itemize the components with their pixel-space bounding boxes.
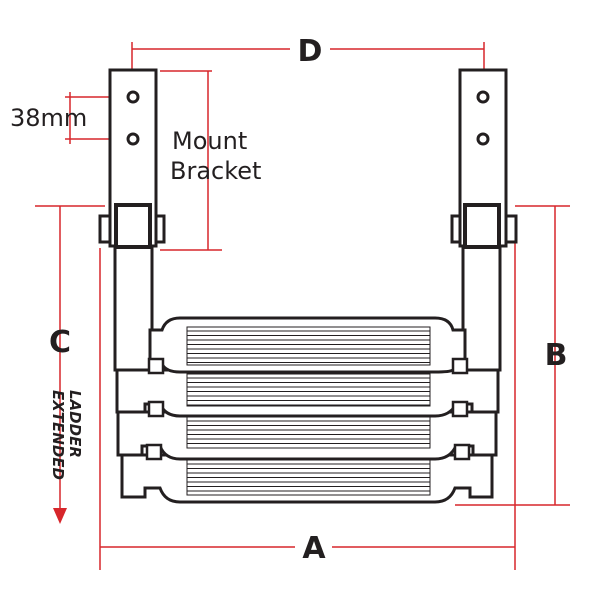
tread-1 — [186, 326, 431, 366]
tread-3 — [186, 416, 431, 449]
dim-a-label: A — [302, 531, 326, 566]
ladder-label: LADDER — [66, 390, 84, 458]
dimension-38mm: 38mm — [10, 92, 135, 144]
dim-d-label: D — [298, 34, 323, 69]
dimension-mount-bracket: Mount Bracket — [160, 70, 261, 251]
step-3 — [116, 410, 498, 461]
bolt-hole-icon — [126, 90, 140, 104]
dim-c-label: C — [49, 325, 71, 360]
dimension-c: C LADDER EXTENDED — [35, 205, 105, 524]
dimension-b: B — [455, 205, 570, 506]
dimension-d: D — [131, 34, 485, 95]
extended-label: EXTENDED — [49, 390, 67, 480]
bracket-label: Bracket — [170, 157, 261, 185]
step-4 — [120, 453, 494, 504]
right-mount-bracket — [450, 68, 518, 249]
tread-2 — [186, 373, 431, 407]
dim-b-label: B — [545, 338, 568, 373]
arrow-down-icon — [53, 508, 67, 524]
bolt-hole-icon — [476, 90, 490, 104]
ladder-steps — [113, 203, 502, 504]
left-mount-bracket — [98, 68, 166, 249]
bolt-hole-icon — [476, 132, 490, 146]
bolt-hole-icon — [126, 132, 140, 146]
dim-38mm-label: 38mm — [10, 104, 87, 132]
dimension-a: A — [99, 230, 516, 570]
step-2 — [115, 368, 500, 418]
mount-label: Mount — [172, 127, 247, 155]
